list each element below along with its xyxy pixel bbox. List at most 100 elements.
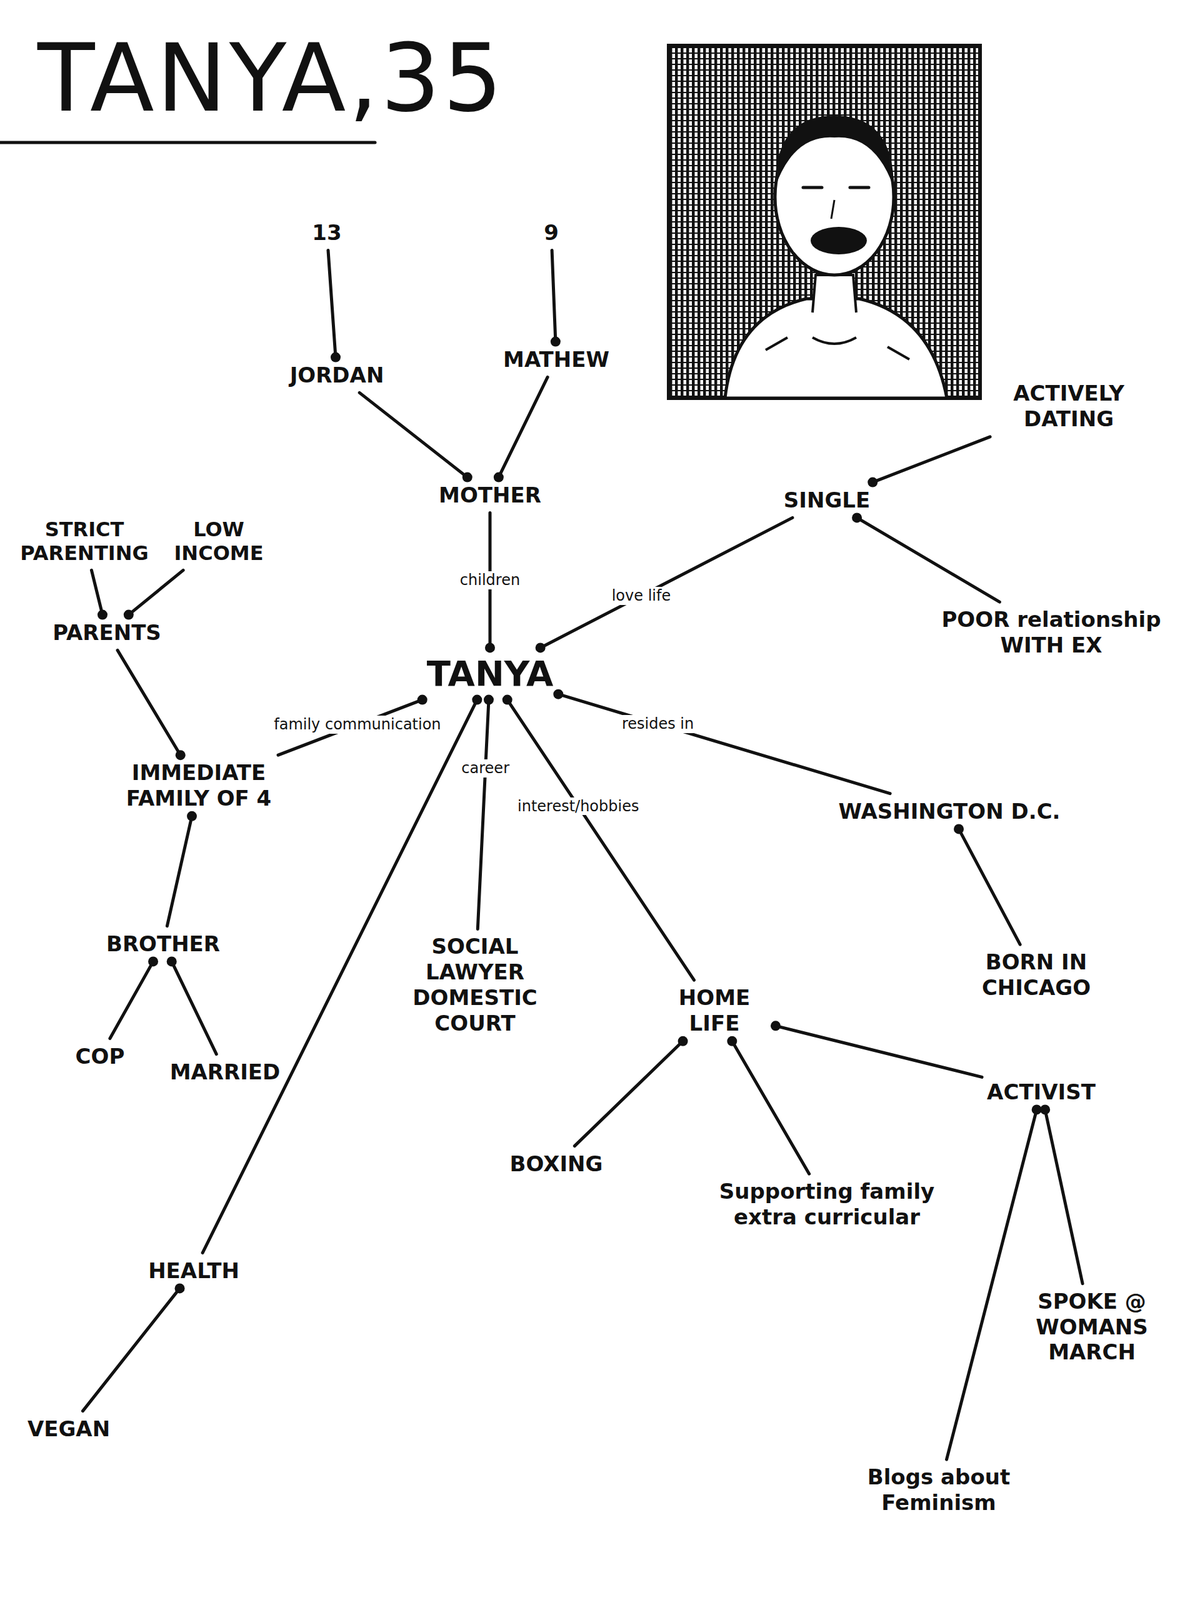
mind-map-node: MATHEW (503, 346, 610, 373)
connector-dot (1040, 1104, 1050, 1115)
portrait-clothing-lines (765, 337, 910, 360)
connector-line (574, 1041, 683, 1147)
connector-dot (502, 695, 513, 705)
portrait-mouth (810, 226, 867, 255)
mind-map-node: BROTHER (106, 931, 220, 957)
node-text: IMMEDIATE FAMILY OF 4 (101, 760, 296, 812)
node-text: 13 (311, 220, 342, 246)
portrait-hair (775, 115, 894, 188)
connector-line (558, 694, 890, 794)
connector-line (872, 436, 990, 483)
connector-dot (186, 811, 197, 822)
connector-dot (493, 472, 504, 483)
connector-line (1045, 1109, 1083, 1284)
mind-map-node: 13 (311, 220, 342, 246)
mind-map-node: POOR relationship WITH EX (932, 606, 1170, 659)
node-text: ACTIVELY DATING (981, 380, 1157, 432)
node-text: VEGAN (27, 1416, 110, 1442)
connector-line (171, 961, 217, 1054)
connector-dot (123, 610, 134, 620)
edge-label: resides in (618, 715, 697, 734)
connector-dot (97, 610, 108, 620)
node-text: HEALTH (148, 1258, 240, 1284)
edge-label: interest/hobbies (514, 797, 642, 816)
node-text: BOXING (510, 1151, 604, 1177)
edge-label: children (456, 571, 524, 590)
connector-line (477, 700, 489, 930)
mind-map-node: VEGAN (27, 1416, 110, 1442)
connector-dot (175, 750, 186, 760)
edge-label: love life (608, 586, 675, 605)
portrait-eyes (803, 186, 869, 190)
title-underline (0, 141, 375, 145)
connector-dot (678, 1036, 689, 1047)
edge-label: family communication (270, 715, 444, 734)
connector-line (91, 570, 103, 615)
connector-line (775, 1025, 982, 1077)
mind-map-node: 9 (543, 220, 559, 246)
mind-map-node: Supporting family extra curricular (695, 1178, 959, 1230)
mind-map-node: SOCIAL LAWYER DOMESTIC COURT (390, 933, 560, 1036)
node-text: MOTHER (438, 482, 542, 509)
connector-dot (867, 477, 878, 488)
node-text: WASHINGTON D.C. (838, 798, 1060, 825)
connector-dot (471, 695, 482, 705)
node-text: PARENTS (52, 620, 162, 646)
node-text: 9 (543, 220, 559, 246)
connector-dot (462, 472, 473, 483)
mind-map-node: Blogs about Feminism (820, 1464, 1058, 1516)
mind-map-node: MARRIED (170, 1059, 281, 1085)
node-text: SOCIAL LAWYER DOMESTIC COURT (390, 933, 560, 1036)
node-text: MARRIED (170, 1059, 281, 1085)
node-text: BORN IN CHICAGO (942, 949, 1130, 1001)
node-text: Supporting family extra curricular (695, 1178, 959, 1230)
mind-map-node: HEALTH (148, 1258, 240, 1284)
connector-dot (726, 1036, 737, 1047)
portrait-nose (831, 200, 835, 219)
mind-map-node: IMMEDIATE FAMILY OF 4 (101, 760, 296, 812)
mind-map-node: JORDAN (290, 362, 385, 389)
node-text: SINGLE (783, 487, 870, 514)
connector-dot (851, 512, 862, 523)
mind-map-node: BORN IN CHICAGO (942, 949, 1130, 1001)
mind-map-node: HOME LIFE (658, 985, 771, 1037)
node-text: HOME LIFE (658, 985, 771, 1037)
node-text: POOR relationship WITH EX (932, 606, 1170, 659)
mind-map-node: PARENTS (52, 620, 162, 646)
mind-map-node: COP (75, 1043, 125, 1070)
connector-dot (770, 1020, 781, 1031)
mind-map-node: MOTHER (438, 482, 542, 509)
node-text: COP (75, 1043, 125, 1070)
node-text: Blogs about Feminism (820, 1464, 1058, 1516)
connector-dot (553, 689, 564, 700)
connector-dot (166, 956, 177, 967)
mind-map-node: ACTIVELY DATING (981, 380, 1157, 432)
connector-dot (148, 956, 159, 967)
node-text: JORDAN (290, 362, 385, 389)
connector-dot (550, 336, 561, 347)
connector-line (856, 517, 1000, 602)
persona-title: TANYA,35 (37, 31, 505, 125)
node-text: STRICT PARENTING (6, 517, 163, 566)
connector-line (110, 961, 154, 1039)
connector-dot (483, 695, 494, 705)
node-text: TANYA (426, 652, 554, 695)
connector-dot (330, 352, 341, 363)
portrait-shoulders (725, 298, 947, 399)
mind-map-node: SPOKE @ WOMANS MARCH (1001, 1288, 1183, 1365)
connector-line (946, 1109, 1037, 1460)
mind-map-node: TANYA (426, 652, 554, 695)
connector-dot (485, 642, 495, 653)
portrait-frame (668, 45, 980, 399)
edge-label: career (458, 759, 513, 778)
connector-line (166, 816, 192, 927)
connector-dot (417, 695, 428, 705)
connector-line (507, 700, 695, 981)
connector-line (498, 376, 548, 477)
node-text: SPOKE @ WOMANS MARCH (1001, 1288, 1183, 1365)
mind-map-node: ACTIVIST (986, 1079, 1096, 1105)
connector-line (359, 392, 468, 477)
connector-line (958, 828, 1020, 945)
portrait-neck (812, 275, 857, 313)
